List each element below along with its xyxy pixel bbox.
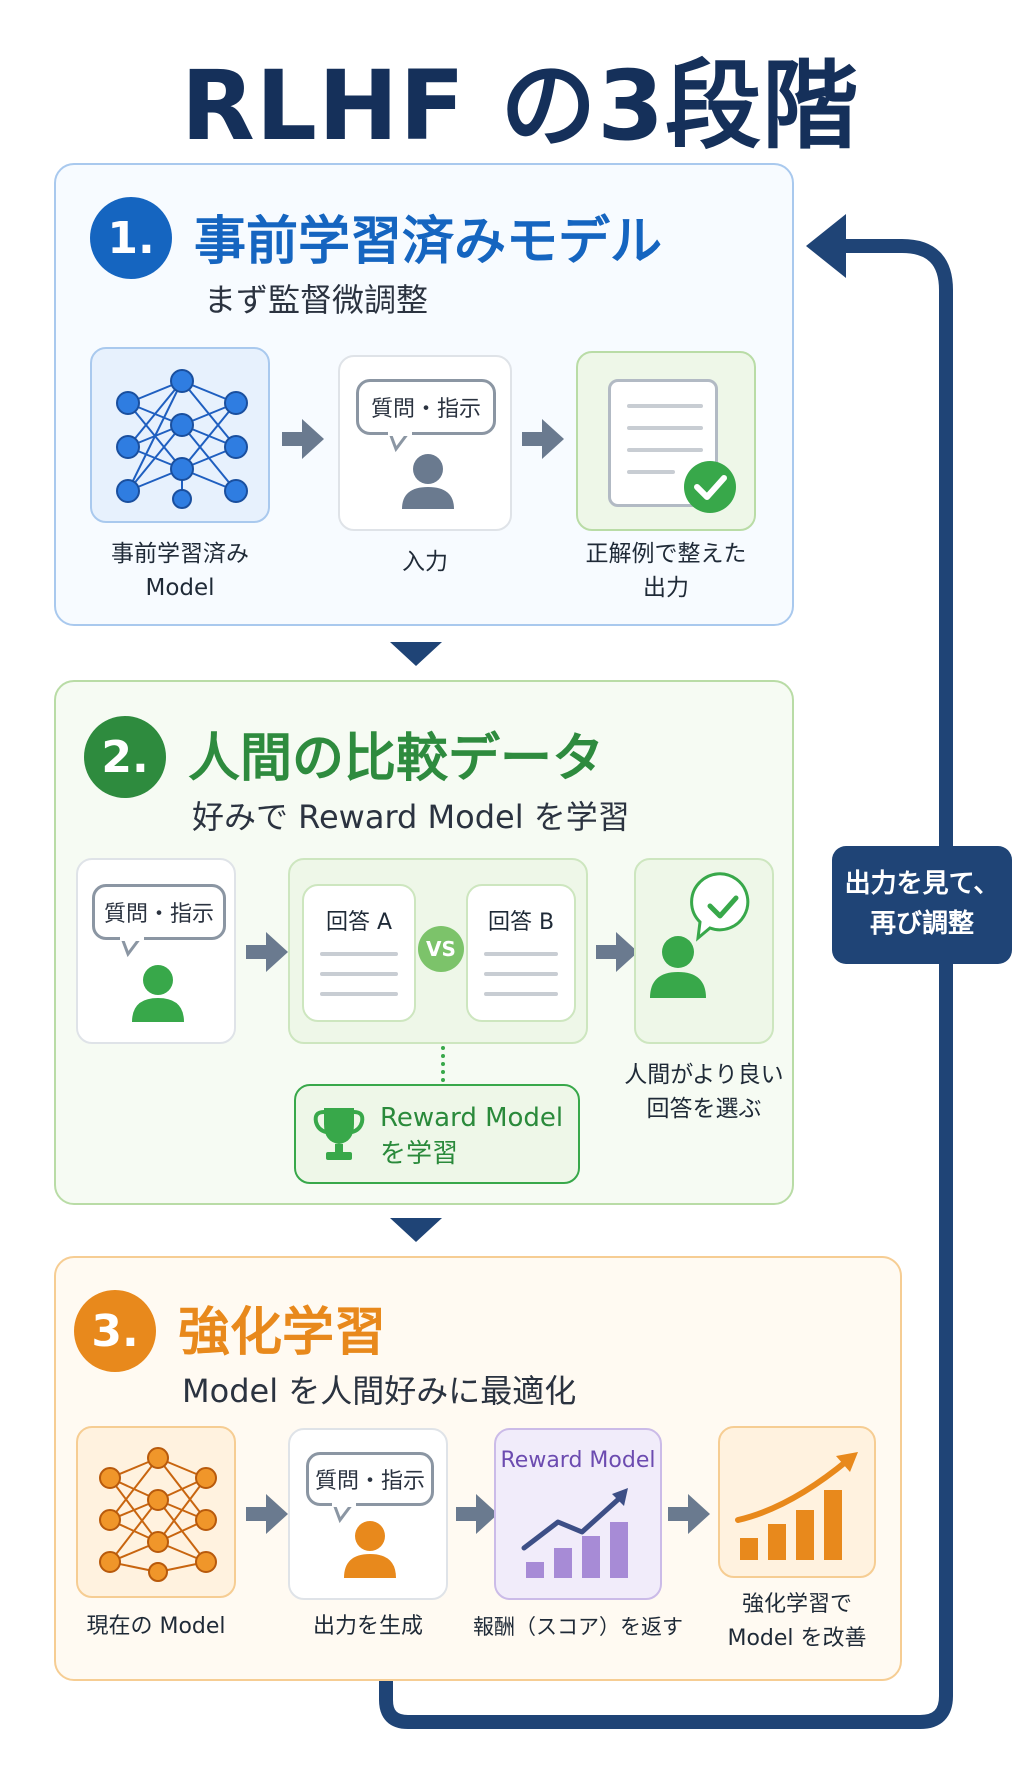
reward-model-line1: Reward Model xyxy=(380,1103,564,1133)
person-icon xyxy=(331,1502,396,1578)
stage2-number-badge: 2. xyxy=(84,716,166,798)
neural-network-icon xyxy=(116,369,248,509)
answer-b-label: 回答 B xyxy=(487,910,555,935)
stage1-input-box: 質問・指示 xyxy=(338,355,512,531)
stage1-heading: 事前学習済みモデル xyxy=(194,212,663,272)
stage3-generate-box: 質問・指示 xyxy=(288,1428,448,1600)
stage1-subtitle: まず監督微調整 xyxy=(204,281,429,319)
stage2-chooser-box xyxy=(634,858,774,1044)
person-icon xyxy=(387,431,454,509)
stage1-caption-model: 事前学習済み Model xyxy=(70,537,290,605)
stage1-arrow-1 xyxy=(282,419,324,459)
stage1-caption-output: 正解例で整えた 出力 xyxy=(556,537,776,605)
loop-note-line1: 出力を見て、 xyxy=(844,869,1000,899)
reward-model-text: Reward Model を学習 xyxy=(380,1100,563,1172)
stage2-caption-choose-line1: 人間がより良い xyxy=(624,1062,784,1088)
stage3-caption-improve-line1: 強化学習で xyxy=(741,1592,852,1617)
stage3-panel: 3. 強化学習 Model を人間好みに最適化 現在の Model 質問・指示 xyxy=(54,1256,902,1681)
check-circle-icon xyxy=(684,461,736,513)
page-title: RLHF の3段階 xyxy=(180,50,860,162)
loop-note: 出力を見て、 再び調整 xyxy=(832,846,1012,964)
down-arrow-2 xyxy=(390,1218,442,1242)
stage3-number-badge: 3. xyxy=(74,1290,156,1372)
neural-network-icon xyxy=(99,1447,217,1582)
stage2-arrow-1 xyxy=(246,932,288,972)
stage1-question-bubble: 質問・指示 xyxy=(356,379,496,435)
stage3-caption-current: 現在の Model xyxy=(86,1614,226,1639)
reward-model-box: Reward Model を学習 xyxy=(294,1084,580,1184)
stage3-arrow-2 xyxy=(456,1494,498,1534)
reward-model-line2: を学習 xyxy=(380,1139,459,1169)
stage2-arrow-2 xyxy=(596,932,638,972)
person-with-check-icon xyxy=(650,872,750,998)
stage2-caption-choose-line2: 回答を選ぶ xyxy=(646,1096,762,1122)
loop-note-line2: 再び調整 xyxy=(869,909,974,939)
stage2-question-bubble: 質問・指示 xyxy=(92,884,226,940)
stage1-output-box xyxy=(576,351,756,531)
stage3-heading: 強化学習 xyxy=(178,1303,387,1363)
stage3-caption-improve: 強化学習で Model を改善 xyxy=(688,1588,906,1656)
dotted-connector xyxy=(441,1046,445,1098)
stage2-caption-choose: 人間がより良い 回答を選ぶ xyxy=(612,1058,796,1126)
answer-a-label: 回答 A xyxy=(325,910,393,935)
stage1-panel: 1. 事前学習済みモデル まず監督微調整 事前学習済み Model 質問・指 xyxy=(54,163,794,626)
answer-b-card: 回答 B xyxy=(466,884,576,1022)
down-arrow-1 xyxy=(390,642,442,666)
stage3-question-bubble: 質問・指示 xyxy=(306,1452,434,1506)
stage2-heading: 人間の比較データ xyxy=(188,729,605,789)
stage2-subtitle: 好みで Reward Model を学習 xyxy=(192,798,630,836)
trophy-icon xyxy=(313,1108,365,1160)
stage3-reward-box: Reward Model xyxy=(494,1428,662,1600)
stage1-caption-input: 入力 xyxy=(402,549,448,575)
stage3-improve-box xyxy=(718,1426,876,1578)
stage3-caption-reward: 報酬（スコア）を返す xyxy=(473,1615,683,1639)
stage3-arrow-1 xyxy=(246,1494,288,1534)
stage1-caption-output-line2: 出力 xyxy=(643,575,689,601)
growth-chart-icon xyxy=(735,1452,858,1560)
stage3-model-box xyxy=(76,1426,236,1598)
stage1-arrow-2 xyxy=(522,419,564,459)
stage1-number-badge: 1. xyxy=(90,197,172,279)
vs-badge: VS xyxy=(418,926,464,972)
stage1-caption-output-line1: 正解例で整えた xyxy=(585,541,747,567)
bar-chart-up-icon xyxy=(521,1488,628,1578)
stage1-caption-model-line1: 事前学習済み xyxy=(111,541,249,567)
stage3-arrow-3 xyxy=(668,1494,710,1534)
stage1-caption-model-line2: Model xyxy=(145,575,215,601)
stage3-subtitle: Model を人間好みに最適化 xyxy=(182,1372,577,1410)
stage3-caption-generate: 出力を生成 xyxy=(312,1614,423,1639)
stage2-input-box: 質問・指示 xyxy=(76,858,236,1044)
stage2-panel: 2. 人間の比較データ 好みで Reward Model を学習 質問・指示 回… xyxy=(54,680,794,1205)
stage2-answers-box: 回答 A VS 回答 B xyxy=(288,858,588,1044)
stage1-model-box xyxy=(90,347,270,523)
answer-a-card: 回答 A xyxy=(302,884,416,1022)
person-icon xyxy=(119,936,184,1022)
stage3-reward-label: Reward Model xyxy=(500,1448,656,1473)
stage3-caption-improve-line2: Model を改善 xyxy=(727,1626,867,1651)
